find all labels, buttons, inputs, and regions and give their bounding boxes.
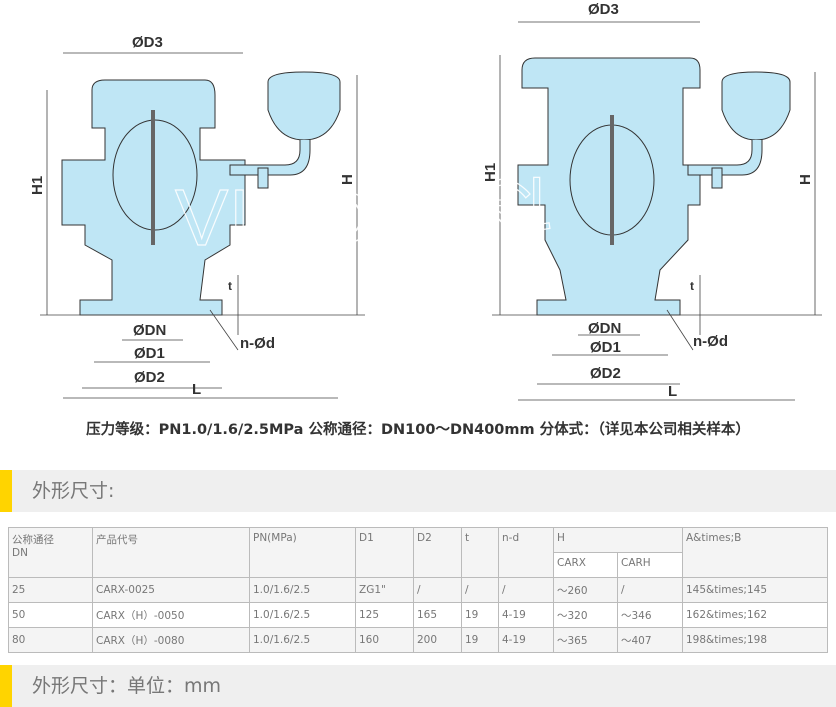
valve-dimension-drawing: ØD3 H1 H t ØDN ØD1 ØD2 L n-Ød ØD3 H1 H t…	[29, 1, 822, 401]
dimension-lines	[40, 21, 822, 401]
left-d3-label: ØD3	[132, 34, 163, 51]
right-d3-label: ØD3	[588, 1, 619, 18]
cell: 50	[8, 602, 93, 628]
cell: /	[617, 577, 683, 603]
left-dn-label: ØDN	[133, 322, 166, 339]
header-h: H	[553, 527, 683, 553]
cell: 198&times;198	[682, 627, 828, 653]
header-ab: A&times;B	[682, 527, 828, 578]
cell: 4-19	[498, 602, 554, 628]
cell: CARX（H）-0050	[92, 602, 250, 628]
left-h-label: H	[339, 174, 356, 185]
cell: ZG1"	[355, 577, 414, 603]
cell: 165	[413, 602, 462, 628]
left-l-label: L	[192, 381, 201, 398]
cell: 200	[413, 627, 462, 653]
header-nd: n-d	[498, 527, 554, 578]
cell: ～365	[553, 627, 618, 653]
right-d1-label: ØD1	[590, 339, 621, 356]
right-h-label: H	[797, 174, 814, 185]
cell: 162&times;162	[682, 602, 828, 628]
right-h1-label: H1	[482, 163, 499, 182]
cell: ～346	[617, 602, 683, 628]
header-d1: D1	[355, 527, 414, 578]
cell: /	[461, 577, 499, 603]
right-t-label: t	[690, 279, 694, 293]
cell: /	[413, 577, 462, 603]
right-valve	[517, 57, 791, 316]
left-nd-label: n-Ød	[240, 335, 275, 352]
cell: 1.0/1.6/2.5	[249, 627, 356, 653]
cell: ～407	[617, 627, 683, 653]
watermark: VICO 彪科	[175, 173, 553, 262]
cell: 4-19	[498, 627, 554, 653]
cell: CARX-0025	[92, 577, 250, 603]
header-d2: D2	[413, 527, 462, 578]
section-header-units: 外形尺寸：单位：mm	[0, 665, 836, 707]
left-h1-label: H1	[29, 176, 46, 195]
header-t: t	[461, 527, 499, 578]
cell: ～320	[553, 602, 618, 628]
section-header-dimensions: 外形尺寸:	[0, 470, 836, 512]
right-d2-label: ØD2	[590, 365, 621, 382]
header-pn: PN(MPa)	[249, 527, 356, 578]
right-l-label: L	[668, 383, 677, 400]
cell: /	[498, 577, 554, 603]
left-d2-label: ØD2	[134, 369, 165, 386]
pressure-caption: 压力等级：PN1.0/1.6/2.5MPa 公称通径：DN100～DN400mm…	[86, 422, 750, 438]
header-code: 产品代号	[92, 527, 250, 578]
right-dn-label: ØDN	[588, 320, 621, 337]
right-nd-label: n-Ød	[693, 333, 728, 350]
header-carh: CARH	[617, 552, 683, 578]
cell: 19	[461, 602, 499, 628]
cell: 1.0/1.6/2.5	[249, 577, 356, 603]
left-valve	[61, 71, 341, 316]
cell: ～260	[553, 577, 618, 603]
cell: 25	[8, 577, 93, 603]
cell: 125	[355, 602, 414, 628]
left-d1-label: ØD1	[134, 345, 165, 362]
left-t-label: t	[228, 279, 232, 293]
cell: 1.0/1.6/2.5	[249, 602, 356, 628]
cell: 160	[355, 627, 414, 653]
cell: 145&times;145	[682, 577, 828, 603]
cell: 19	[461, 627, 499, 653]
header-carx: CARX	[553, 552, 618, 578]
cell: CARX（H）-0080	[92, 627, 250, 653]
cell: 80	[8, 627, 93, 653]
